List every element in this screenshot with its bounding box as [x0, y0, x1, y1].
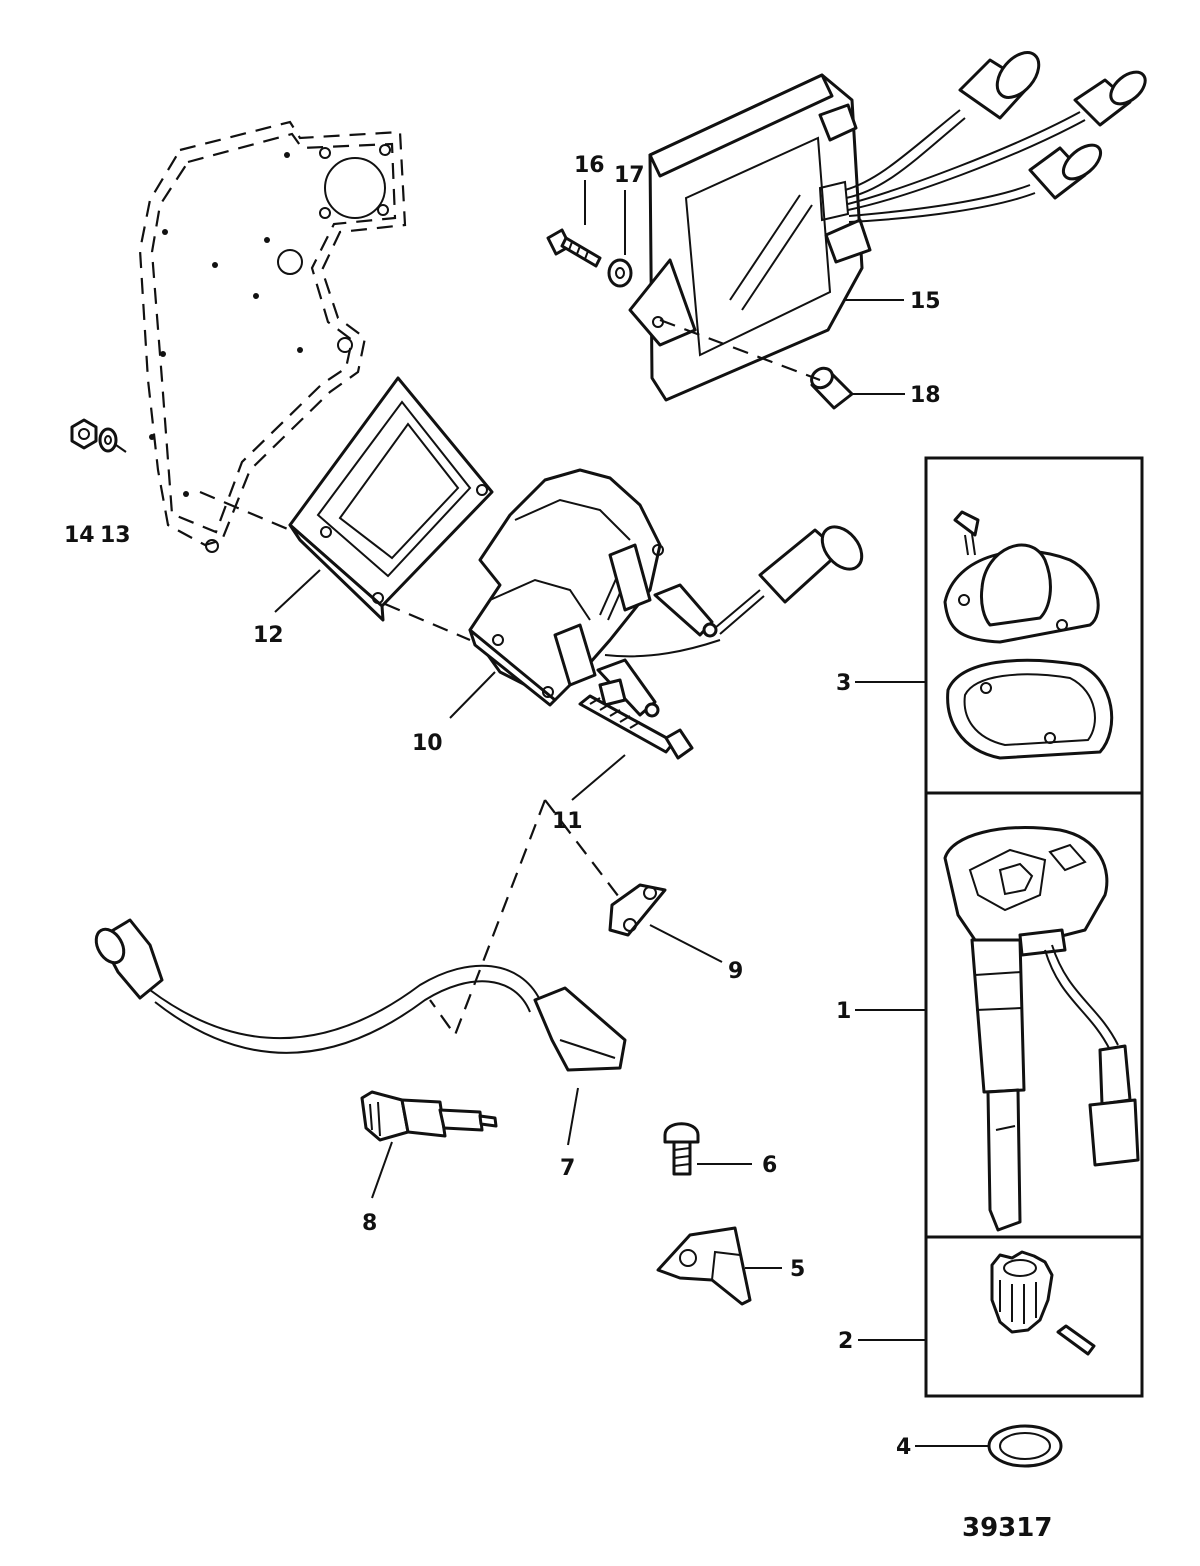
callout-3: 3 [836, 671, 851, 696]
screw-16 [546, 228, 602, 268]
callout-17: 17 [614, 163, 645, 188]
cover-3 [943, 510, 1100, 644]
mounting-plate [138, 120, 407, 553]
ring-4 [987, 1424, 1063, 1468]
callout-18: 18 [910, 383, 941, 408]
callout-2: 2 [838, 1329, 853, 1354]
callout-5: 5 [790, 1257, 805, 1282]
spark-plug-lead-7 [94, 918, 627, 1072]
callout-10: 10 [412, 731, 443, 756]
switch-box-15 [628, 51, 1147, 402]
pin-2 [1056, 1324, 1096, 1356]
gear-2 [990, 1250, 1054, 1334]
trigger-1 [943, 826, 1140, 1232]
plate-5 [656, 1226, 752, 1306]
callout-1: 1 [836, 999, 851, 1024]
sleeve-18 [810, 366, 854, 410]
callout-16: 16 [574, 153, 605, 178]
screw-6 [663, 1122, 700, 1176]
callout-13: 13 [100, 523, 131, 548]
callout-7: 7 [560, 1156, 575, 1181]
callout-9: 9 [728, 959, 743, 984]
callout-15: 15 [910, 289, 941, 314]
callout-8: 8 [362, 1211, 377, 1236]
component-group-box [924, 456, 1144, 1398]
nut-14 [70, 418, 98, 450]
washer-17 [607, 258, 633, 288]
frame-bracket-12 [288, 376, 494, 622]
bolt-11 [578, 694, 694, 760]
gasket-3 [946, 658, 1114, 760]
callout-12: 12 [253, 623, 284, 648]
figure-number: 39317 [962, 1513, 1052, 1543]
callout-4: 4 [896, 1435, 911, 1460]
clip-9 [608, 883, 667, 937]
callout-6: 6 [762, 1153, 777, 1178]
ignition-coil-10 [468, 468, 864, 718]
spark-plug-8 [360, 1090, 498, 1142]
washer-13 [98, 427, 118, 453]
callout-14: 14 [64, 523, 95, 548]
callout-11: 11 [552, 809, 583, 834]
